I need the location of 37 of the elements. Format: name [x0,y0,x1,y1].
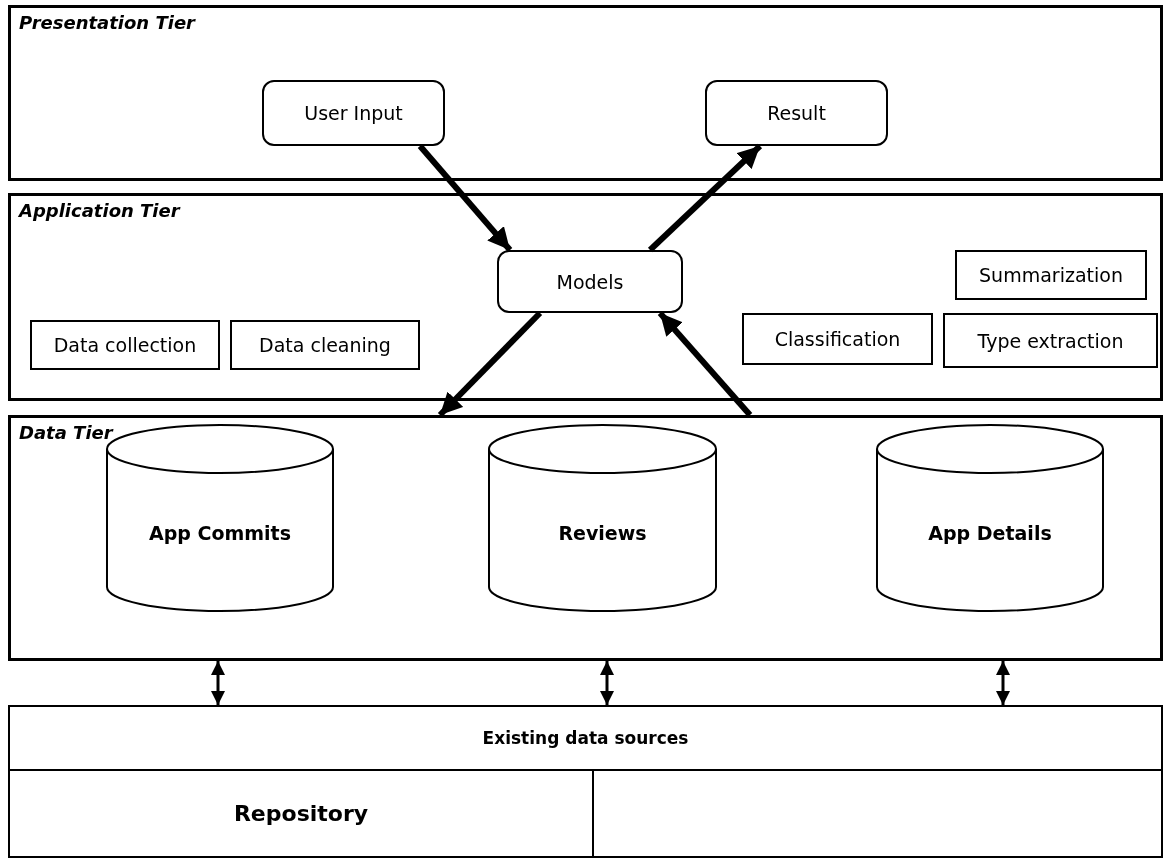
tier-band [8,193,1163,401]
task-box [30,320,220,370]
box-label: Classification [774,328,901,350]
task-box [943,313,1158,368]
arrow [211,661,225,705]
box-label: Result [767,102,826,124]
box-label: Type extraction [977,329,1124,352]
tier-title: Data Tier [19,422,113,443]
arrow [437,310,543,418]
task-box [955,250,1147,300]
box-label: Existing data sources [482,728,689,748]
arrow [647,143,763,253]
source-box [592,769,1163,858]
source-box [8,705,1163,771]
tier-band [8,415,1163,661]
source-box [8,769,594,858]
arrow [417,144,513,252]
task-box [742,313,933,365]
box-label: Repository [233,801,369,826]
tier-title: Presentation Tier [19,12,195,33]
arrow [657,311,753,417]
arrow [600,661,614,705]
process-box [262,80,445,146]
database-label: App Details [927,521,1053,544]
task-box [230,320,420,370]
box-label: Summarization [979,264,1123,286]
process-box [497,250,683,313]
arrow [996,661,1010,705]
box-label: Data cleaning [259,334,391,356]
box-label: Data collection [53,334,197,356]
database-label: Reviews [557,521,648,544]
process-box [705,80,888,146]
tier-title: Application Tier [19,200,180,221]
box-label: Models [556,270,624,293]
database-label: App Commits [148,521,292,544]
box-label: User Input [304,102,403,124]
tier-band [8,5,1163,181]
